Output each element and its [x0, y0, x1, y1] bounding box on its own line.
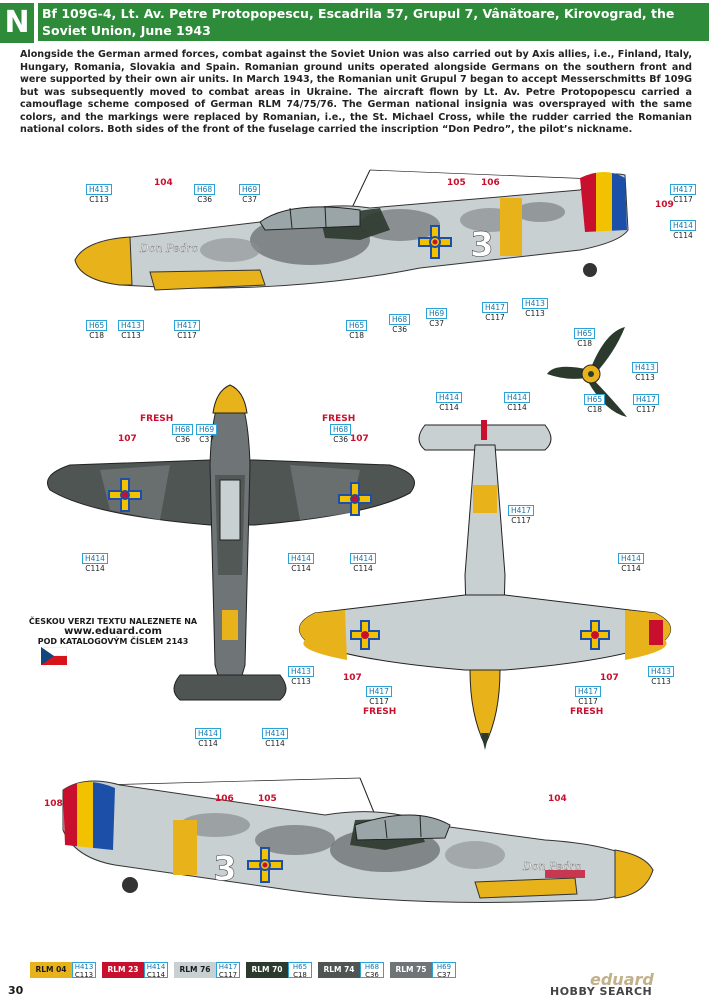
callout-105-top: 105 [447, 178, 466, 188]
eduard-url-link[interactable]: www.eduard.com [64, 626, 162, 637]
fresh-label-bottom-right: FRESH [570, 707, 604, 717]
nose-inscription-left: Don Pedro [139, 242, 199, 255]
fuselage-number-right: 3 [213, 849, 237, 889]
callout-109: 109 [655, 200, 674, 210]
right-side-profile: 3 Don Pedro [62, 777, 654, 903]
nose-inscription-right: Don Pedro [522, 860, 582, 873]
legend-c-code: C18 [293, 971, 307, 979]
legend-swatch: RLM 23 [102, 962, 144, 978]
legend-swatch: RLM 74 [318, 962, 360, 978]
top-view [47, 384, 415, 701]
legend-c-code: C36 [365, 971, 379, 979]
legend-h-code: H69 [436, 963, 452, 971]
fresh-label-top-left: FRESH [140, 414, 174, 424]
callout-107-top-left: 107 [118, 434, 137, 444]
legend-swatch: RLM 75 [390, 962, 432, 978]
callout-106-top: 106 [481, 178, 500, 188]
legend-c-code: C117 [218, 971, 238, 979]
callout-106-bottom: 106 [215, 794, 234, 804]
page-number: 30 [8, 984, 24, 997]
profile-letter-badge: N [0, 3, 34, 43]
legend-h-code: H65 [292, 963, 308, 971]
callout-107-bottom-left: 107 [343, 673, 362, 683]
legend-h-code: H68 [364, 963, 380, 971]
callout-104-top: 104 [154, 178, 173, 188]
page-header: N Bf 109G-4, Lt. Av. Petre Protopopescu,… [0, 0, 709, 44]
legend-swatch: RLM 70 [246, 962, 288, 978]
eduard-logo: eduard [590, 970, 654, 989]
propeller-front-view [547, 327, 627, 417]
legend-c-code: C37 [437, 971, 451, 979]
callout-107-bottom-right: 107 [600, 673, 619, 683]
bottom-view [298, 420, 672, 750]
callout-104-bottom: 104 [548, 794, 567, 804]
legend-h-code: H413 [74, 963, 94, 971]
fresh-label-bottom-left: FRESH [363, 707, 397, 717]
legend-swatch: RLM 04 [30, 962, 72, 978]
fresh-label-top-right: FRESH [322, 414, 356, 424]
legend-h-code: H417 [218, 963, 238, 971]
hobby-search-watermark: HOBBY SEARCH [550, 985, 653, 998]
czech-version-note: ČESKOU VERZI TEXTU NALEZNETE NA www.edua… [28, 617, 198, 646]
left-side-profile: 3 Don Pedro [74, 169, 629, 291]
profile-title: Bf 109G-4, Lt. Av. Petre Protopopescu, E… [38, 3, 709, 41]
legend-swatch: RLM 76 [174, 962, 216, 978]
legend-h-code: H414 [146, 963, 166, 971]
callout-105-bottom: 105 [258, 794, 277, 804]
czech-flag-icon [41, 647, 67, 665]
legend-c-code: C113 [74, 971, 94, 979]
profile-description: Alongside the German armed forces, comba… [20, 49, 692, 135]
callout-107-top-right: 107 [350, 434, 369, 444]
legend-c-code: C114 [146, 971, 166, 979]
callout-108: 108 [44, 799, 63, 809]
fuselage-number-left: 3 [470, 225, 494, 265]
